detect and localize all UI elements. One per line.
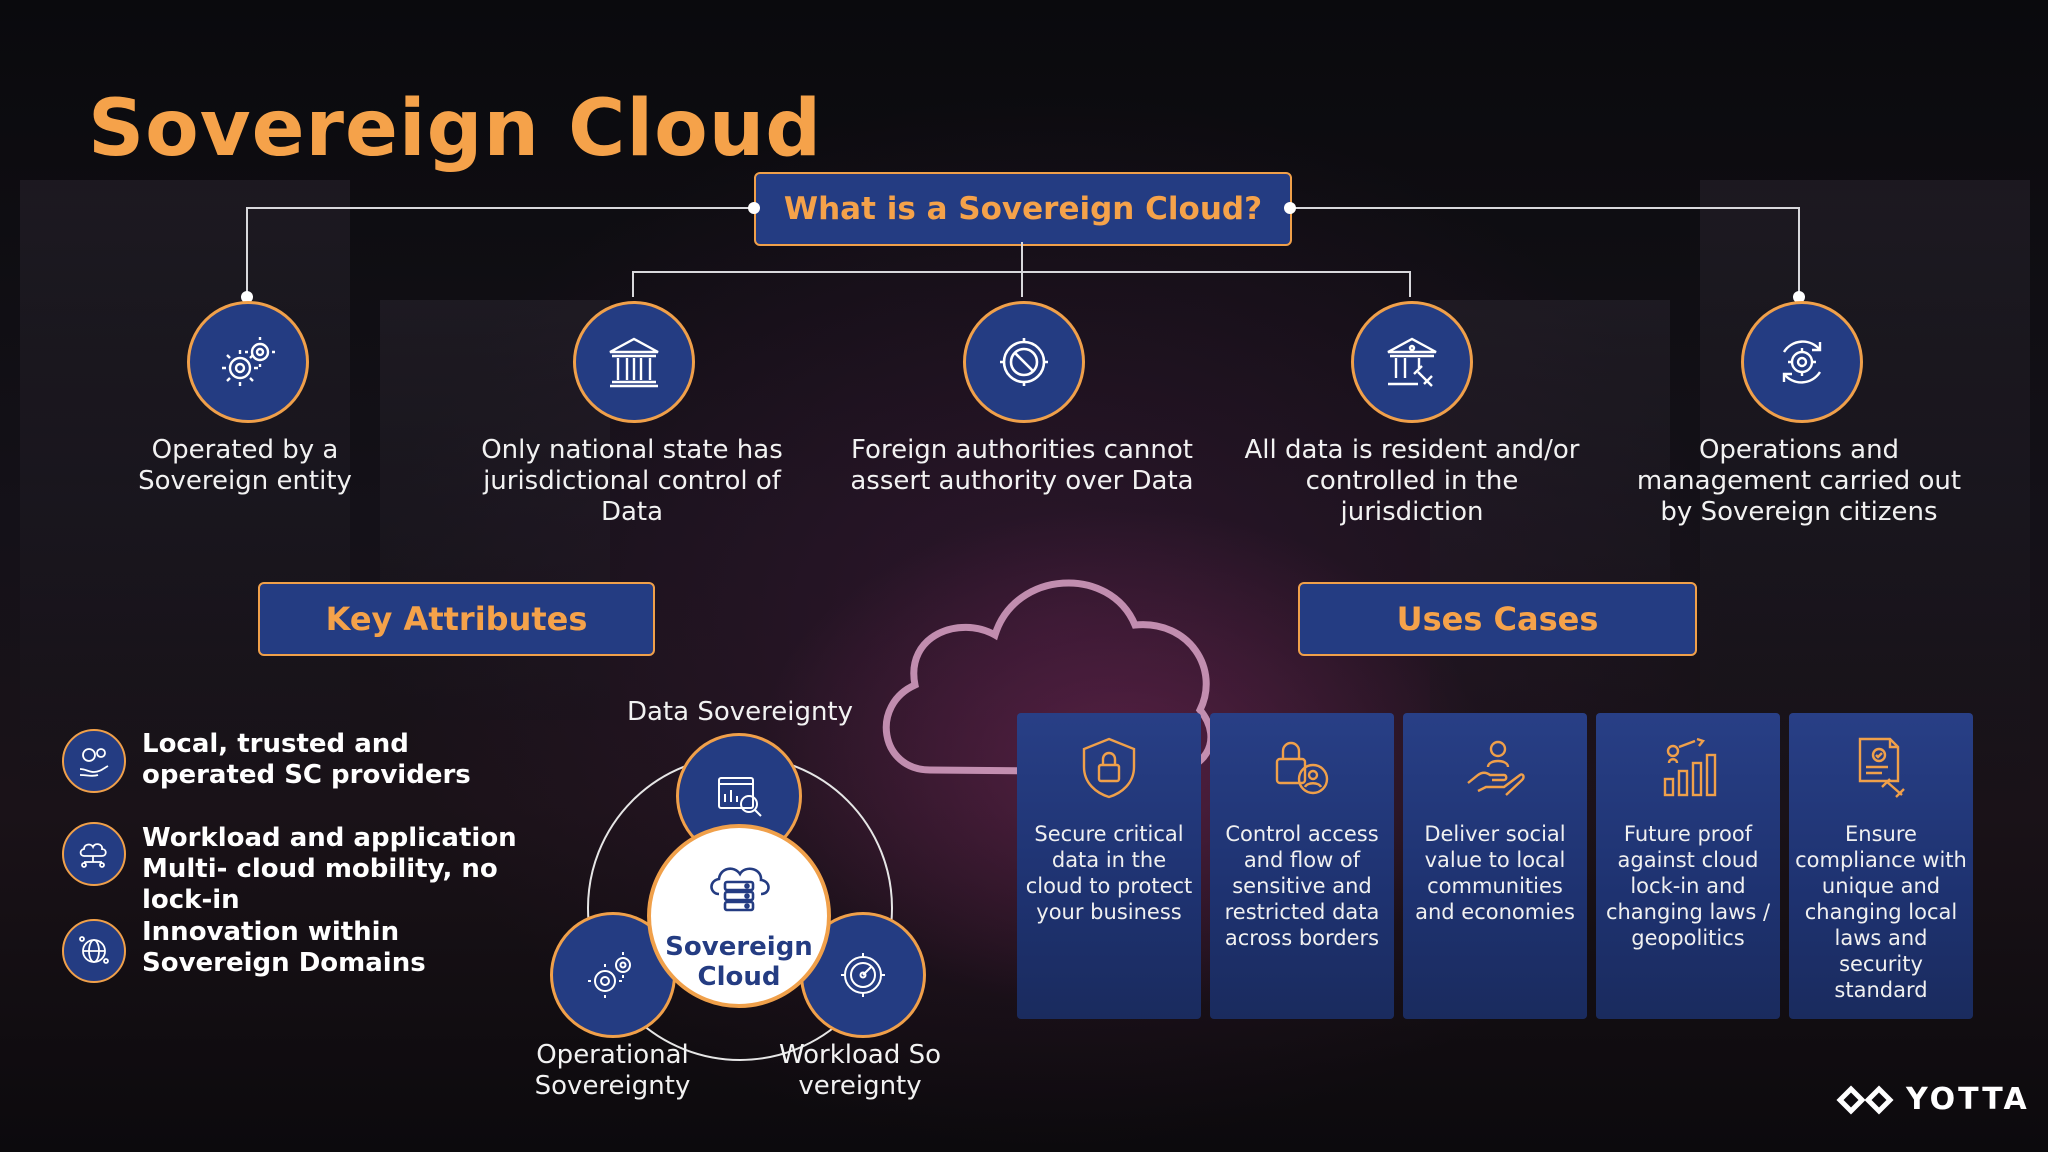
page-title: Sovereign Cloud [88,84,823,174]
background-cloud-outline [882,579,1215,776]
gear-cycle-icon [1782,340,1822,384]
connector-line [246,207,248,297]
yotta-logo-mark-icon [1836,1084,1894,1115]
brand-name: YOTTA [1906,1082,2030,1117]
yotta-logo: YOTTA [1836,1082,2030,1117]
compliance-doc-icon [1858,737,1905,798]
gear-hand-icon [79,748,109,777]
background-rack [1700,180,2030,800]
attribute-icon-circle [62,822,126,886]
connector-line [632,271,634,297]
feature-text: Operated by a Sovereign entity [138,435,352,496]
feature-circle-operated [187,301,309,423]
gears-icon [588,952,631,998]
use-case-text: Deliver social value to local communitie… [1415,822,1575,924]
connector-line [1798,207,1800,297]
court-gavel-icon [1387,337,1437,387]
connector-dot [1793,291,1805,303]
connector-line [1288,207,1800,209]
connector-dot [241,291,253,303]
innovation-globe-icon [79,936,109,964]
shield-lock-icon [1082,737,1136,799]
government-building-icon [609,337,659,388]
key-attributes-banner: Key Attributes [258,582,655,656]
attribute-text: Local, trusted and operated SC providers [142,729,471,790]
feature-circle-foreign-authorities [963,301,1085,423]
use-case-card: Control access and flow of sensitive and… [1210,713,1394,1019]
feature-text: All data is resident and/or controlled i… [1244,435,1580,527]
cloud-server-icon [710,867,770,912]
attribute-text: Innovation within Sovereign Domains [142,917,426,978]
use-case-card: Deliver social value to local communitie… [1403,713,1587,1019]
feature-circle-operations [1741,301,1863,423]
cloud-network-icon [79,843,107,868]
growth-chart-icon [1663,737,1717,797]
connector-dot [1284,202,1296,214]
connector-line [1021,242,1023,297]
connector-line [1409,271,1411,297]
attribute-text: Workload and application Multi- cloud mo… [142,823,517,915]
prohibited-icon [1000,338,1048,386]
venn-label-workload: Workload Sovereignty [778,1040,942,1101]
attribute-icon-circle [62,729,126,793]
venn-label-operational: Operational Sovereignty [534,1040,691,1101]
background-rack [20,180,350,800]
use-case-text: Control access and flow of sensitive and… [1224,822,1380,950]
venn-center-label: Sovereign Cloud [665,932,813,992]
speed-gauge-icon [841,953,885,997]
venn-label-data: Data Sovereignty [626,697,854,727]
use-case-card: Secure critical data in the cloud to pro… [1017,713,1201,1019]
feature-text: Only national state has jurisdictional c… [481,435,783,527]
feature-text: Foreign authorities cannot assert author… [850,435,1194,496]
gears-icon [222,337,275,386]
use-case-text: Ensure compliance with unique and changi… [1795,822,1967,1002]
use-case-text: Secure critical data in the cloud to pro… [1025,822,1193,924]
lock-user-icon [1275,741,1329,795]
connector-line [632,271,1410,273]
attribute-icon-circle [62,919,126,983]
data-analysis-icon [718,777,762,817]
connector-dot [748,202,760,214]
use-case-card: Ensure compliance with unique and changi… [1789,713,1973,1019]
feature-circle-data-resident [1351,301,1473,423]
use-cases-banner: Uses Cases [1298,582,1697,656]
feature-text: Operations and management carried out by… [1636,435,1962,527]
use-case-card: Future proof against cloud lock-in and c… [1596,713,1780,1019]
feature-circle-national-state [573,301,695,423]
what-is-banner: What is a Sovereign Cloud? [754,172,1292,246]
venn-center: Sovereign Cloud [647,824,831,1008]
venn-node-workload [800,912,926,1038]
use-case-text: Future proof against cloud lock-in and c… [1605,822,1771,950]
hand-people-icon [1467,740,1525,796]
connector-line [246,207,754,209]
